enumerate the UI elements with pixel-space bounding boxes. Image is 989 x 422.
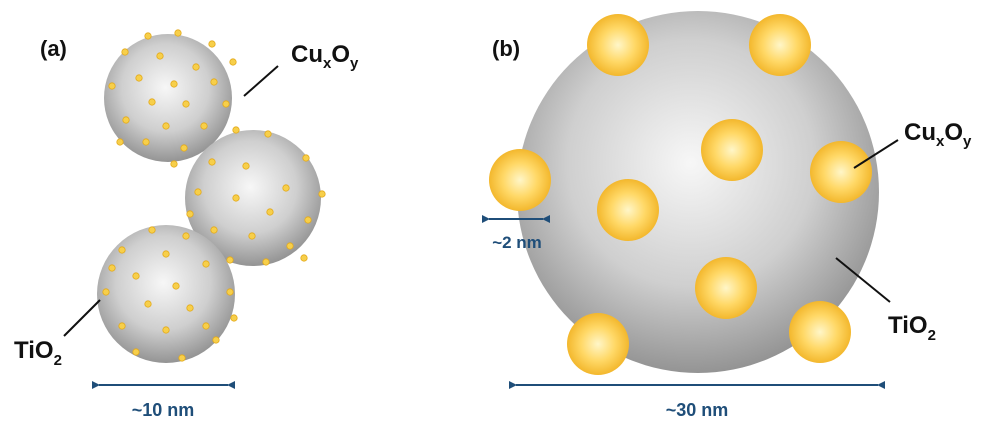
cuxoy-nanodot [208, 40, 216, 48]
cuxoy-nanodot [208, 158, 216, 166]
cuxoy-nanodot [230, 314, 238, 322]
cuxoy-nanodots-a [102, 29, 326, 362]
cuxoy-nanodot [156, 52, 164, 60]
cuxoy-nanodot [318, 190, 326, 198]
cuxoy-particle [789, 301, 851, 363]
cuxoy-nanodot [170, 160, 178, 168]
cuxoy-particle [749, 14, 811, 76]
cuxoy-nanodot [300, 254, 308, 262]
tio2-label-a: TiO2 [14, 337, 62, 369]
tio2-pointer-line-b [835, 257, 891, 303]
cuxoy-nanodot [242, 162, 250, 170]
panel-b-label: (b) [492, 36, 520, 61]
cuxoy-nanodot [282, 184, 290, 192]
cuxoy-nanodot [304, 216, 312, 224]
cuxoy-nanodot [180, 144, 188, 152]
cuxoy-label-b: CuxOy [904, 119, 972, 150]
cuxoy-nanodot [162, 326, 170, 334]
cuxoy-nanodot [135, 74, 143, 82]
cuxoy-particle [489, 149, 551, 211]
tio2-sphere-top [104, 34, 232, 162]
cuxoy-nanodot [286, 242, 294, 250]
cuxoy-nanodot [266, 208, 274, 216]
cuxoy-nanodot [186, 210, 194, 218]
cuxoy-nanodot [144, 300, 152, 308]
cuxoy-nanodot [222, 100, 230, 108]
dimension-label-large: ~30 nm [666, 400, 729, 420]
cuxoy-pointer-line-b [853, 139, 899, 169]
tio2-large-sphere [517, 11, 879, 373]
cuxoy-nanodot [142, 138, 150, 146]
cuxoy-nanodot [122, 116, 130, 124]
cuxoy-nanodot [182, 232, 190, 240]
cuxoy-nanodot [162, 122, 170, 130]
cuxoy-nanodot [174, 29, 182, 37]
cuxoy-particle [701, 119, 763, 181]
cuxoy-nanodot [210, 78, 218, 86]
cuxoy-nanodot [148, 98, 156, 106]
cuxoy-nanodot [118, 322, 126, 330]
cuxoy-nanodot [194, 188, 202, 196]
cuxoy-nanodot [212, 336, 220, 344]
cuxoy-nanodot [170, 80, 178, 88]
cuxoy-nanodot [192, 63, 200, 71]
cuxoy-nanodot [116, 138, 124, 146]
cuxoy-nanodot [264, 130, 272, 138]
cuxoy-nanodot [172, 282, 180, 290]
cuxoy-nanodot [132, 272, 140, 280]
cuxoy-nanodot [232, 194, 240, 202]
dimension-label-a: ~10 nm [132, 400, 195, 420]
panel-b: (b) ~2 nm CuxOy TiO2 ~30 nm [482, 11, 972, 420]
cuxoy-nanodot [232, 126, 240, 134]
cuxoy-nanodot [178, 354, 186, 362]
cuxoy-nanodot [118, 246, 126, 254]
cuxoy-particle [810, 141, 872, 203]
cuxoy-nanodot [226, 256, 234, 264]
tio2-pointer-line-a [63, 299, 101, 337]
cuxoy-nanodot [229, 58, 237, 66]
cuxoy-nanodot [182, 100, 190, 108]
cuxoy-pointer-line-a [243, 65, 279, 97]
cuxoy-particle [587, 14, 649, 76]
dimension-label-small: ~2 nm [492, 233, 542, 252]
cuxoy-nanodot [202, 322, 210, 330]
tio2-sphere-right [185, 130, 321, 266]
cuxoy-particle [597, 179, 659, 241]
cuxoy-particle [567, 313, 629, 375]
cuxoy-nanodot [302, 154, 310, 162]
cuxoy-particle [695, 257, 757, 319]
cuxoy-nanodot [144, 32, 152, 40]
cuxoy-nanodot [248, 232, 256, 240]
cuxoy-label-a: CuxOy [291, 41, 359, 72]
tio2-sphere-bottom [97, 225, 235, 363]
panel-a: (a) CuxOy TiO2 ~10 nm [14, 29, 359, 420]
cuxoy-nanodot [108, 82, 116, 90]
cuxoy-nanodot [200, 122, 208, 130]
cuxoy-nanodot [148, 226, 156, 234]
cuxoy-nanodot [262, 258, 270, 266]
cuxoy-nanodot [226, 288, 234, 296]
panel-a-label: (a) [40, 36, 67, 61]
cuxoy-nanodot [121, 48, 129, 56]
cuxoy-nanodot [108, 264, 116, 272]
cuxoy-nanodot [162, 250, 170, 258]
cuxoy-nanodot [186, 304, 194, 312]
cuxoy-nanodot [202, 260, 210, 268]
cuxoy-nanodot [210, 226, 218, 234]
cuxoy-nanodot [132, 348, 140, 356]
tio2-label-b: TiO2 [888, 312, 936, 344]
cuxoy-nanodot [102, 288, 110, 296]
